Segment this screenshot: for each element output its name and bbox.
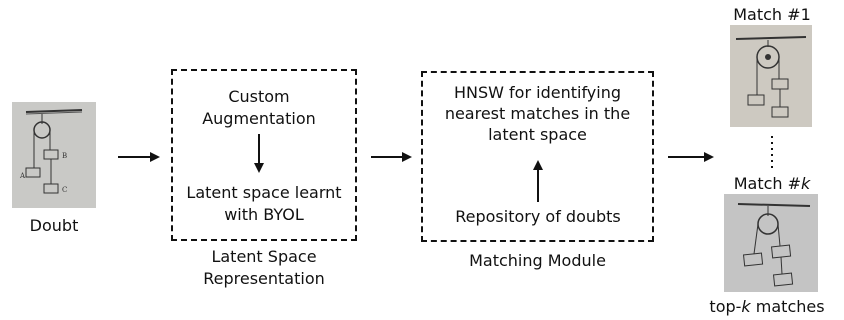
matching-box — [421, 71, 654, 242]
augmentation-text: Custom Augmentation — [202, 87, 316, 128]
photo-label-b: B — [62, 152, 68, 160]
pulley-figure — [737, 203, 811, 287]
top-k-caption: top-k matches — [709, 297, 825, 316]
pulley-figure — [735, 36, 807, 118]
repository-text: Repository of doubts — [455, 207, 621, 226]
match-1-label: Match #1 — [733, 5, 811, 24]
photo-label-c: C — [62, 186, 68, 194]
matching-caption: Matching Module — [469, 251, 606, 270]
match-k-label: Match #k — [733, 174, 811, 193]
representation-box — [171, 69, 357, 241]
doubt-image: A B C — [12, 102, 96, 208]
match-1-image — [730, 25, 812, 127]
match-k-image — [724, 194, 818, 292]
doubt-caption: Doubt — [29, 216, 79, 235]
byol-text: Latent space learnt with BYOL — [186, 183, 342, 224]
pulley-figure — [25, 109, 83, 194]
representation-caption: Latent Space Representation — [203, 247, 325, 288]
photo-label-a: A — [20, 172, 26, 180]
hnsw-text: HNSW for identifying nearest matches in … — [444, 83, 631, 144]
